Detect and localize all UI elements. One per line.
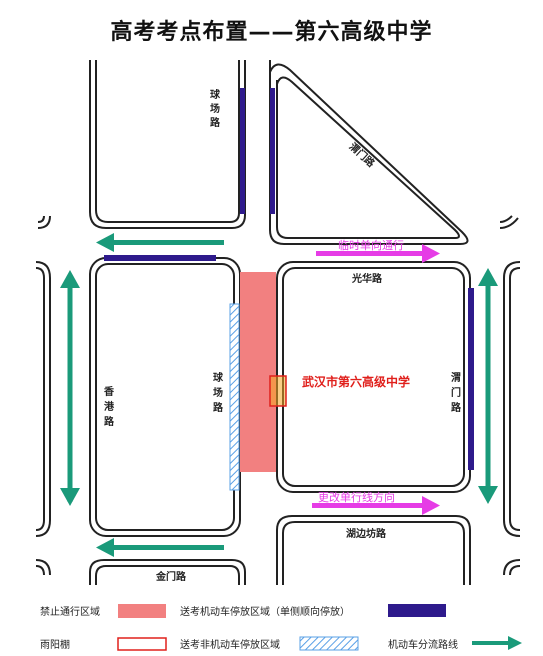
legend-motor-parking-swatch bbox=[388, 604, 446, 617]
road-weimen-right-2: 门 bbox=[451, 386, 461, 399]
block-top-right bbox=[269, 60, 469, 245]
road-qiuchang-top-3: 路 bbox=[210, 116, 221, 129]
legend-nonmotor-label: 送考非机动车停放区域 bbox=[180, 638, 280, 651]
road-labels: 球 场 路 渭门路 光华路 香 港 路 球 场 路 渭 门 路 湖边坊路 金门路 bbox=[104, 88, 462, 583]
parking-weimen bbox=[468, 288, 474, 470]
road-xianggang-1: 香 bbox=[104, 385, 114, 398]
arrow-bottom-left bbox=[96, 538, 224, 557]
diversion-routes bbox=[60, 233, 498, 557]
road-qiuchang-mid-1: 球 bbox=[213, 371, 224, 384]
corner-curbs bbox=[35, 215, 521, 576]
legend-rain-shelter-label: 雨阳棚 bbox=[40, 638, 70, 651]
road-guanghua: 光华路 bbox=[351, 272, 383, 285]
road-qiuchang-top-2: 场 bbox=[210, 102, 220, 115]
block-top-left bbox=[89, 60, 246, 229]
legend-no-pass-swatch bbox=[118, 604, 166, 618]
oneway-arrows bbox=[312, 244, 440, 515]
road-qiuchang-mid-2: 场 bbox=[213, 386, 223, 399]
map-title: 高考考点布置——第六高级中学 bbox=[110, 20, 433, 45]
road-qiuchang-top-1: 球 bbox=[210, 88, 221, 101]
legend-diversion-arrow bbox=[472, 636, 522, 650]
arrow-change-oneway bbox=[312, 496, 440, 515]
legend-no-pass-label: 禁止通行区域 bbox=[40, 605, 100, 618]
parking-top-road bbox=[104, 255, 216, 261]
school-name: 武汉市第六高级中学 bbox=[302, 374, 410, 389]
block-bottom-right bbox=[276, 515, 471, 585]
rain-shelter bbox=[269, 375, 287, 407]
arrow-top-left bbox=[96, 233, 224, 252]
road-jinmen: 金门路 bbox=[155, 570, 187, 583]
road-xianggang-2: 港 bbox=[104, 400, 115, 413]
road-xianggang-3: 路 bbox=[104, 415, 115, 428]
legend-diversion-label: 机动车分流路线 bbox=[388, 638, 458, 651]
legend-motor-parking-label: 送考机动车停放区域（单侧顺向停放） bbox=[180, 605, 350, 618]
motor-parking-bars bbox=[104, 88, 474, 470]
road-hubianfang: 湖边坊路 bbox=[346, 527, 387, 540]
parking-qiuchang-right bbox=[270, 88, 275, 214]
label-temp-oneway: 临时单向通行 bbox=[338, 238, 404, 252]
label-change-oneway: 更改单行线方向 bbox=[318, 490, 395, 504]
legend: 禁止通行区域 送考机动车停放区域（单侧顺向停放） 雨阳棚 送考非机动车停放区域 … bbox=[40, 604, 522, 651]
legend-rain-shelter-swatch bbox=[117, 637, 167, 651]
arrow-right-vertical bbox=[478, 268, 498, 504]
arrow-temp-oneway bbox=[316, 244, 440, 263]
road-qiuchang-mid-3: 路 bbox=[213, 401, 224, 414]
arrow-left-vertical bbox=[60, 270, 80, 506]
legend-nonmotor-swatch bbox=[299, 636, 359, 651]
block-bottom-left bbox=[89, 559, 246, 585]
road-weimen-right-3: 路 bbox=[451, 401, 462, 414]
no-pass-zone bbox=[240, 272, 276, 472]
road-weimen-right-1: 渭 bbox=[451, 371, 461, 384]
nonmotor-parking-zone bbox=[229, 303, 240, 491]
parking-qiuchang-left bbox=[240, 88, 245, 214]
